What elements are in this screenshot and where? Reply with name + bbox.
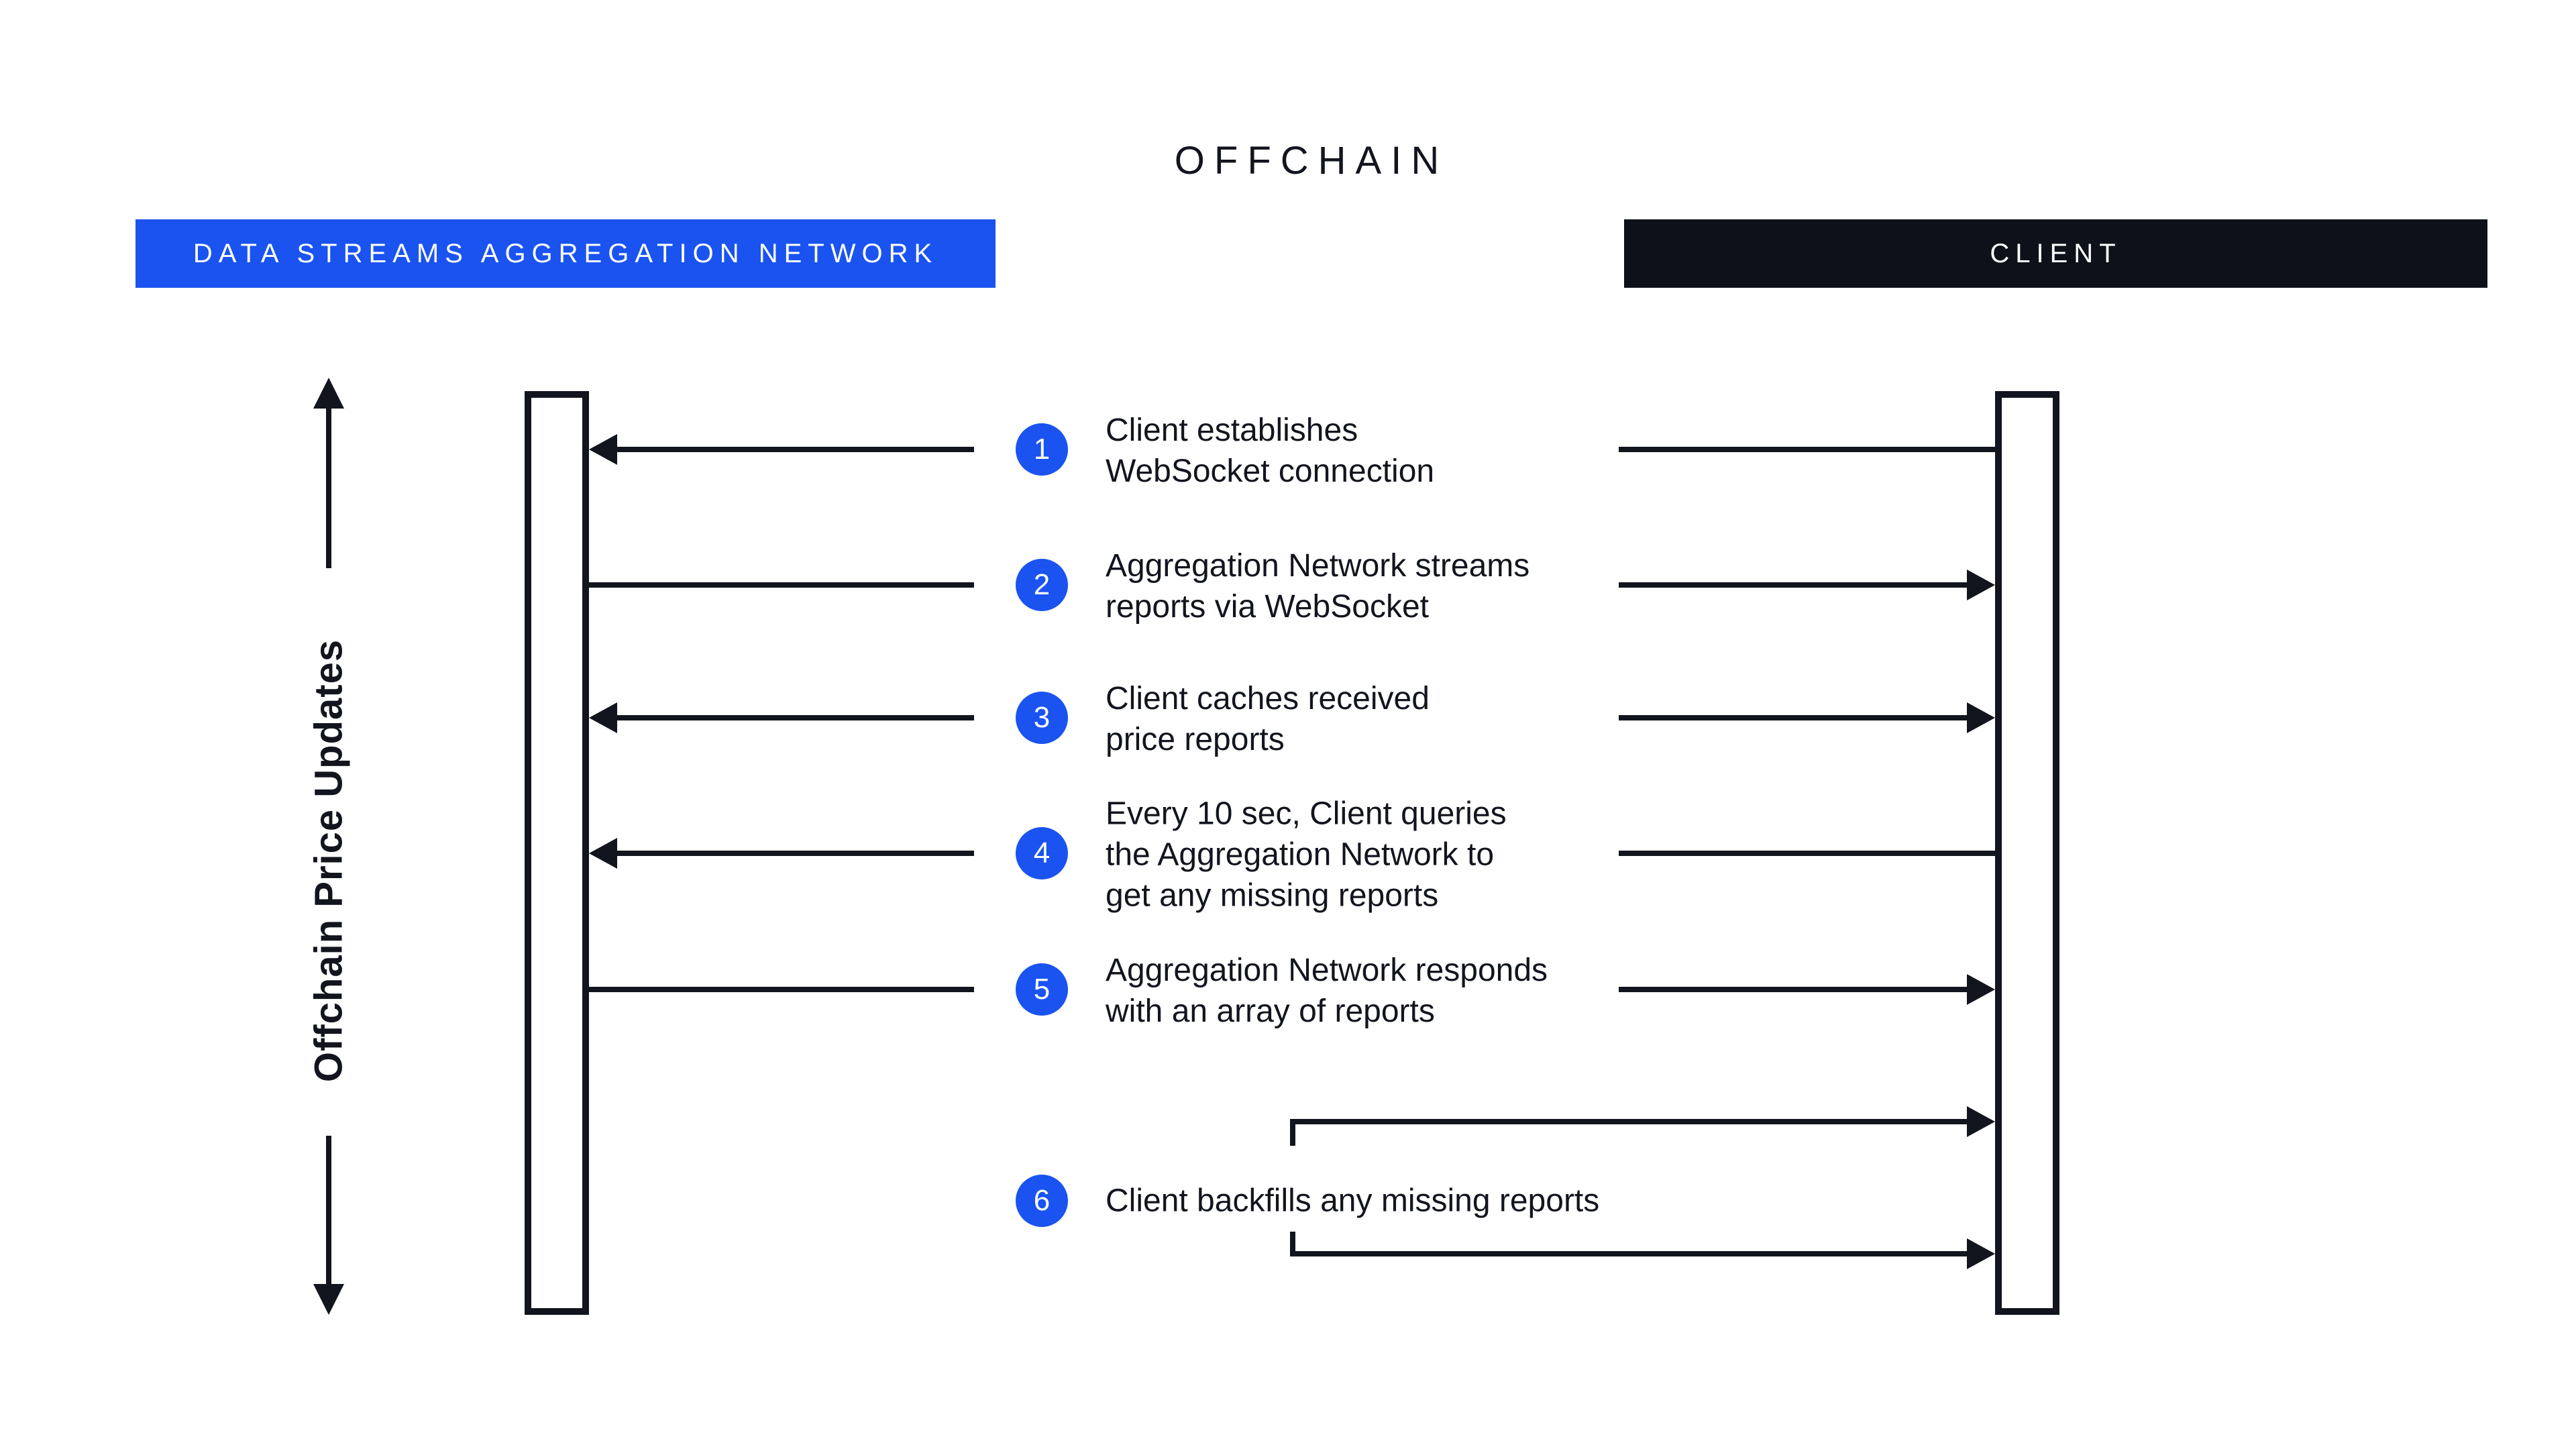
axis-label: Offchain Price Updates [307,639,351,1083]
participant-label-aggregation-network: DATA STREAMS AGGREGATION NETWORK [193,238,938,268]
step-2-left-line [589,582,974,588]
step-1-badge: 1 [1016,423,1068,476]
step-5-number: 5 [1033,973,1051,1006]
step-1-right-line [1619,447,1995,452]
step-3-label: Client caches received price reports [1106,681,1430,757]
step-5-arrowhead-right-icon [1967,974,1995,1005]
step-6-bracket-stub-bottom [1290,1232,1295,1256]
step-2-right-line [1619,582,1973,588]
step-6-bottom-line [1293,1251,1967,1256]
step-6-number: 6 [1033,1184,1051,1217]
step-5-badge: 5 [1016,963,1068,1016]
participant-banner-client: CLIENT [1624,219,2487,288]
step-6-top-line [1293,1119,1967,1124]
participant-banner-aggregation-network: DATA STREAMS AGGREGATION NETWORK [136,219,996,288]
step-2-number: 2 [1033,568,1051,601]
step-1-left-line [612,447,974,452]
step-3-right-line [1619,715,1973,720]
axis-up-arrowhead-icon [313,378,344,409]
page-title: OFFCHAIN [1174,139,1449,182]
step-4-label: Every 10 sec, Client queries the Aggrega… [1106,796,1507,914]
step-4-left-line [612,851,974,856]
step-5-right-line [1619,987,1973,992]
step-5-left-line [589,987,974,992]
network-lifeline [525,391,589,1315]
step-4-right-line [1619,851,1995,856]
axis-line-top [326,405,331,568]
step-2-label: Aggregation Network streams reports via … [1106,548,1530,625]
axis-down-arrowhead-icon [313,1284,344,1315]
step-3-badge: 3 [1016,692,1068,744]
step-3-left-line [612,715,974,720]
step-6-label: Client backfills any missing reports [1106,1183,1600,1219]
client-lifeline [1995,391,2059,1315]
step-3-arrowhead-right-icon [1967,702,1995,733]
step-2-badge: 2 [1016,559,1068,611]
step-1-label: Client establishes WebSocket connection [1106,413,1435,489]
step-6-top-arrowhead-right-icon [1967,1106,1995,1137]
step-2-arrowhead-right-icon [1967,570,1995,600]
step-1-number: 1 [1033,433,1051,466]
step-6-badge: 6 [1016,1175,1068,1227]
step-5-label: Aggregation Network responds with an arr… [1106,953,1548,1029]
axis-line-bottom [326,1136,331,1287]
step-4-number: 4 [1033,837,1051,869]
step-6-bracket-stub-top [1290,1119,1295,1146]
step-4-badge: 4 [1016,827,1068,879]
step-3-number: 3 [1033,701,1051,734]
step-6-bottom-arrowhead-right-icon [1967,1238,1995,1269]
participant-label-client: CLIENT [1990,238,2122,268]
